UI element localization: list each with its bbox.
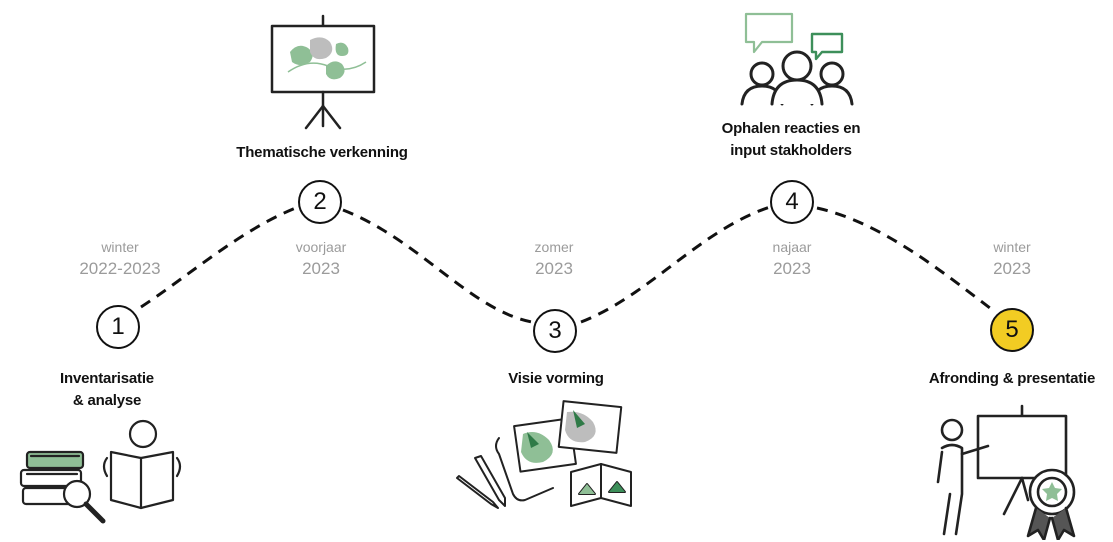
step-4-period: najaar 2023 bbox=[722, 236, 862, 280]
step-2-period: voorjaar 2023 bbox=[251, 236, 391, 280]
step-4-title-line1: Ophalen reacties en bbox=[721, 120, 861, 137]
step-1-marker: 1 bbox=[96, 305, 140, 349]
step-2-season: voorjaar bbox=[295, 239, 347, 255]
step-3-marker: 3 bbox=[533, 309, 577, 353]
step-4-marker: 4 bbox=[770, 180, 814, 224]
presentation-board-icon bbox=[270, 14, 376, 130]
step-4-year: 2023 bbox=[773, 259, 811, 278]
step-1-title-line2: & analyse bbox=[72, 392, 142, 409]
step-3-season: zomer bbox=[534, 239, 574, 255]
step-3-period: zomer 2023 bbox=[484, 236, 624, 280]
step-3-year: 2023 bbox=[535, 259, 573, 278]
step-3-title: Visie vorming bbox=[436, 368, 676, 390]
step-2-title: Thematische verkenning bbox=[202, 142, 442, 164]
step-1-title: Inventarisatie & analyse bbox=[0, 368, 227, 412]
presenter-award-icon bbox=[936, 404, 1076, 540]
step-1-year: 2022-2023 bbox=[79, 259, 161, 278]
step-1-season: winter bbox=[101, 239, 139, 255]
step-4-title-line2: input stakholders bbox=[730, 142, 852, 159]
step-5-title-line1: Afronding & presentatie bbox=[928, 370, 1096, 387]
step-2-year: 2023 bbox=[302, 259, 340, 278]
step-4-title: Ophalen reacties en input stakholders bbox=[671, 118, 911, 162]
step-5-year: 2023 bbox=[993, 259, 1031, 278]
step-5-marker: 5 bbox=[990, 308, 1034, 352]
step-1-period: winter 2022-2023 bbox=[50, 236, 190, 280]
step-2-title-line1: Thematische verkenning bbox=[236, 144, 408, 161]
step-5-period: winter 2023 bbox=[942, 236, 1082, 280]
step-5-title: Afronding & presentatie bbox=[892, 368, 1113, 390]
step-4-season: najaar bbox=[772, 239, 812, 255]
maps-drawing-icon bbox=[456, 400, 632, 509]
group-speech-bubbles-icon bbox=[740, 12, 854, 106]
step-5-season: winter bbox=[993, 239, 1031, 255]
step-2-marker: 2 bbox=[298, 180, 342, 224]
step-1-title-line1: Inventarisatie bbox=[60, 370, 154, 387]
step-3-title-line1: Visie vorming bbox=[508, 370, 604, 387]
books-magnifier-reader-icon bbox=[19, 419, 182, 524]
